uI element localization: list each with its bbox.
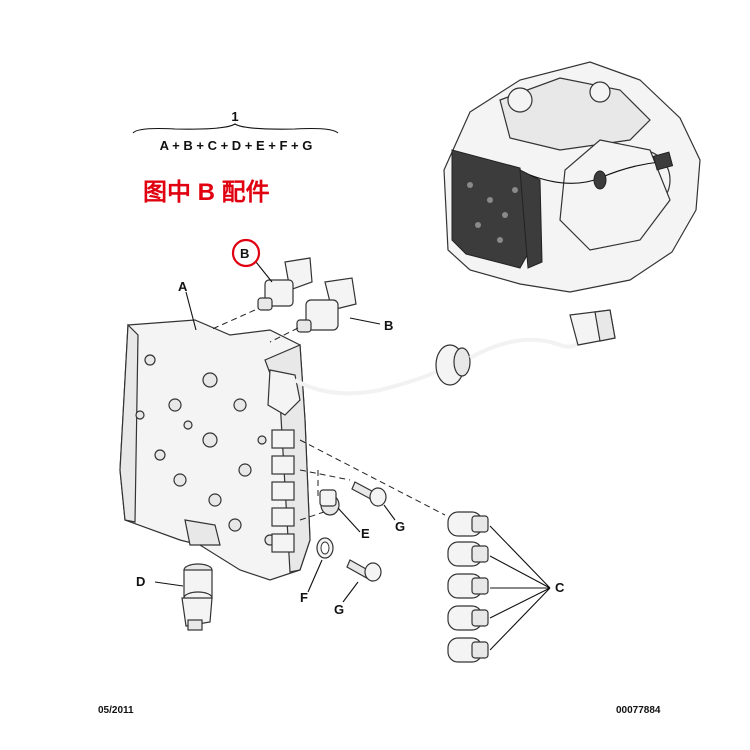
solenoid-C-5 xyxy=(447,637,489,663)
solenoid-D xyxy=(181,563,213,631)
label-A: A xyxy=(178,279,188,294)
label-B-circled: B xyxy=(240,246,249,261)
assembly-header: 1 A + B + C + D + E + F + G xyxy=(132,109,339,153)
insert-line-E xyxy=(299,509,331,521)
label-G-bottom: G xyxy=(334,602,344,617)
label-F: F xyxy=(300,590,308,605)
plug-E xyxy=(319,489,340,516)
solenoid-B-upper xyxy=(257,257,313,311)
seal-F xyxy=(316,537,334,559)
assembly-brace xyxy=(132,123,339,134)
label-C: C xyxy=(555,580,565,595)
label-E: E xyxy=(361,526,370,541)
bolt-G-bottom xyxy=(346,559,382,582)
transmission-overview-illustration xyxy=(443,61,701,293)
solenoid-B-lower xyxy=(296,277,357,333)
label-D: D xyxy=(136,574,145,589)
wiring-harness xyxy=(294,309,616,396)
valve-body-plate-A xyxy=(119,319,311,581)
solenoids-C-group xyxy=(447,511,489,663)
assembly-number: 1 xyxy=(231,109,238,124)
label-G-top: G xyxy=(395,519,405,534)
solenoid-C-2 xyxy=(447,541,489,567)
solenoid-C-4 xyxy=(447,605,489,631)
insert-line-B-lower xyxy=(269,327,299,343)
valve-body-location xyxy=(451,149,531,269)
insert-line-C xyxy=(299,439,446,516)
insert-line-G-top xyxy=(299,469,351,481)
bolt-G-top xyxy=(351,481,387,507)
label-B: B xyxy=(384,318,393,333)
solenoid-C-1 xyxy=(447,511,489,537)
highlight-circle xyxy=(231,238,261,268)
leader-lines xyxy=(154,261,551,651)
assembly-formula: A + B + C + D + E + F + G xyxy=(160,138,313,153)
insert-line-B-upper xyxy=(209,309,256,331)
footer-ref: 00077884 xyxy=(616,705,661,716)
footer-date: 05/2011 xyxy=(98,705,134,716)
solenoid-C-3 xyxy=(447,573,489,599)
highlight-caption: 图中 B 配件 xyxy=(143,179,270,206)
